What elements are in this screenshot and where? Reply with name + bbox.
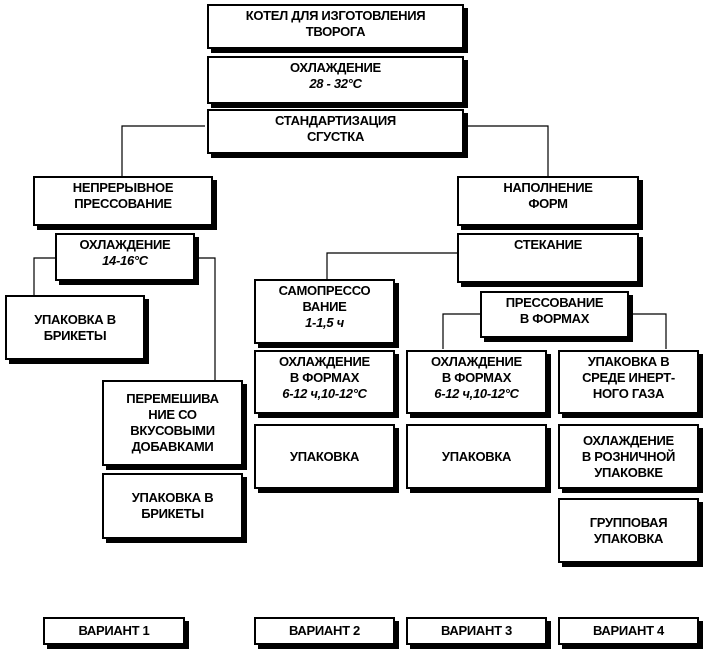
kettle-box: КОТЕЛ ДЛЯ ИЗГОТОВЛЕНИЯ ТВОРОГА bbox=[207, 4, 464, 49]
cooling-molds-v2-box: ОХЛАЖДЕНИЕ В ФОРМАХ 6-12 ч,10-12°С bbox=[254, 350, 395, 414]
connector-to-pack-briquettes-1 bbox=[33, 257, 55, 295]
variant-1-label: ВАРИАНТ 1 bbox=[78, 623, 150, 638]
filling-molds-label: НАПОЛНЕНИЕ ФОРМ bbox=[503, 180, 593, 211]
cooling-v1-box: ОХЛАЖДЕНИЕ 14-16°С bbox=[55, 233, 195, 281]
filling-molds-box: НАПОЛНЕНИЕ ФОРМ bbox=[457, 176, 639, 226]
connector-to-mixing bbox=[196, 257, 216, 380]
mixing-flavors-box: ПЕРЕМЕШИВА НИЕ СО ВКУСОВЫМИ ДОБАВКАМИ bbox=[102, 380, 243, 466]
variant-3-label: ВАРИАНТ 3 bbox=[440, 623, 512, 638]
connector-to-inert-gas bbox=[630, 313, 667, 349]
drainage-label: СТЕКАНИЕ bbox=[513, 237, 582, 252]
pack-inert-gas-box: УПАКОВКА В СРЕДЕ ИНЕРТ- НОГО ГАЗА bbox=[558, 350, 699, 414]
pack-inert-gas-label: УПАКОВКА В СРЕДЕ ИНЕРТ- НОГО ГАЗА bbox=[582, 354, 675, 401]
packaging-v3-label: УПАКОВКА bbox=[441, 448, 512, 464]
pressing-in-molds-label: ПРЕССОВАНИЕ В ФОРМАХ bbox=[505, 295, 604, 326]
continuous-pressing-box: НЕПРЕРЫВНОЕ ПРЕССОВАНИЕ bbox=[33, 176, 213, 226]
cooling-molds-v2-label: ОХЛАЖДЕНИЕ В ФОРМАХ bbox=[279, 354, 370, 385]
cooling-v1-label: ОХЛАЖДЕНИЕ bbox=[79, 237, 171, 252]
self-pressing-time: 1-1,5 ч bbox=[305, 315, 344, 330]
variant-4-label: ВАРИАНТ 4 bbox=[592, 623, 664, 638]
pressing-in-molds-box: ПРЕССОВАНИЕ В ФОРМАХ bbox=[480, 291, 629, 338]
cooling-molds-v3-params: 6-12 ч,10-12°С bbox=[434, 386, 519, 401]
cooling-main-temp: 28 - 32°С bbox=[309, 76, 362, 91]
mixing-flavors-label: ПЕРЕМЕШИВА НИЕ СО ВКУСОВЫМИ ДОБАВКАМИ bbox=[126, 391, 219, 454]
connector-to-filling-molds bbox=[465, 125, 549, 176]
cooling-retail-box: ОХЛАЖДЕНИЕ В РОЗНИЧНОЙ УПАКОВКЕ bbox=[558, 424, 699, 489]
connector-to-cooling-v3 bbox=[442, 313, 480, 349]
drainage-box: СТЕКАНИЕ bbox=[457, 233, 639, 283]
cooling-molds-v2-params: 6-12 ч,10-12°С bbox=[282, 386, 367, 401]
standardization-label: СТАНДАРТИЗАЦИЯ СГУСТКА bbox=[275, 113, 396, 144]
variant-3-box: ВАРИАНТ 3 bbox=[406, 617, 547, 645]
variant-2-box: ВАРИАНТ 2 bbox=[254, 617, 395, 645]
pack-briquettes-1-label: УПАКОВКА В БРИКЕТЫ bbox=[34, 311, 116, 343]
self-pressing-label: САМОПРЕССО ВАНИЕ bbox=[278, 283, 371, 314]
variant-4-box: ВАРИАНТ 4 bbox=[558, 617, 699, 645]
packaging-v3-box: УПАКОВКА bbox=[406, 424, 547, 489]
connector-to-self-pressing bbox=[326, 252, 458, 279]
kettle-label: КОТЕЛ ДЛЯ ИЗГОТОВЛЕНИЯ ТВОРОГА bbox=[245, 8, 426, 39]
cooling-molds-v3-box: ОХЛАЖДЕНИЕ В ФОРМАХ 6-12 ч,10-12°С bbox=[406, 350, 547, 414]
pack-briquettes-2-box: УПАКОВКА В БРИКЕТЫ bbox=[102, 473, 243, 539]
group-packaging-box: ГРУППОВАЯ УПАКОВКА bbox=[558, 498, 699, 563]
pack-briquettes-2-label: УПАКОВКА В БРИКЕТЫ bbox=[131, 490, 214, 521]
cooling-molds-v3-label: ОХЛАЖДЕНИЕ В ФОРМАХ bbox=[431, 354, 522, 385]
connector-to-continuous-pressing bbox=[121, 125, 205, 176]
self-pressing-box: САМОПРЕССО ВАНИЕ 1-1,5 ч bbox=[254, 279, 395, 344]
cooling-retail-label: ОХЛАЖДЕНИЕ В РОЗНИЧНОЙ УПАКОВКЕ bbox=[581, 432, 676, 480]
cooling-main-label: ОХЛАЖДЕНИЕ bbox=[290, 60, 381, 75]
packaging-v2-box: УПАКОВКА bbox=[254, 424, 395, 489]
variant-2-label: ВАРИАНТ 2 bbox=[288, 623, 360, 638]
pack-briquettes-1-box: УПАКОВКА В БРИКЕТЫ bbox=[5, 295, 145, 360]
continuous-pressing-label: НЕПРЕРЫВНОЕ ПРЕССОВАНИЕ bbox=[72, 180, 174, 211]
variant-1-box: ВАРИАНТ 1 bbox=[43, 617, 185, 645]
standardization-box: СТАНДАРТИЗАЦИЯ СГУСТКА bbox=[207, 109, 464, 154]
cooling-v1-temp: 14-16°С bbox=[102, 253, 148, 268]
group-packaging-label: ГРУППОВАЯ УПАКОВКА bbox=[589, 514, 668, 546]
packaging-v2-label: УПАКОВКА bbox=[289, 448, 360, 464]
cooling-main-box: ОХЛАЖДЕНИЕ 28 - 32°С bbox=[207, 56, 464, 104]
